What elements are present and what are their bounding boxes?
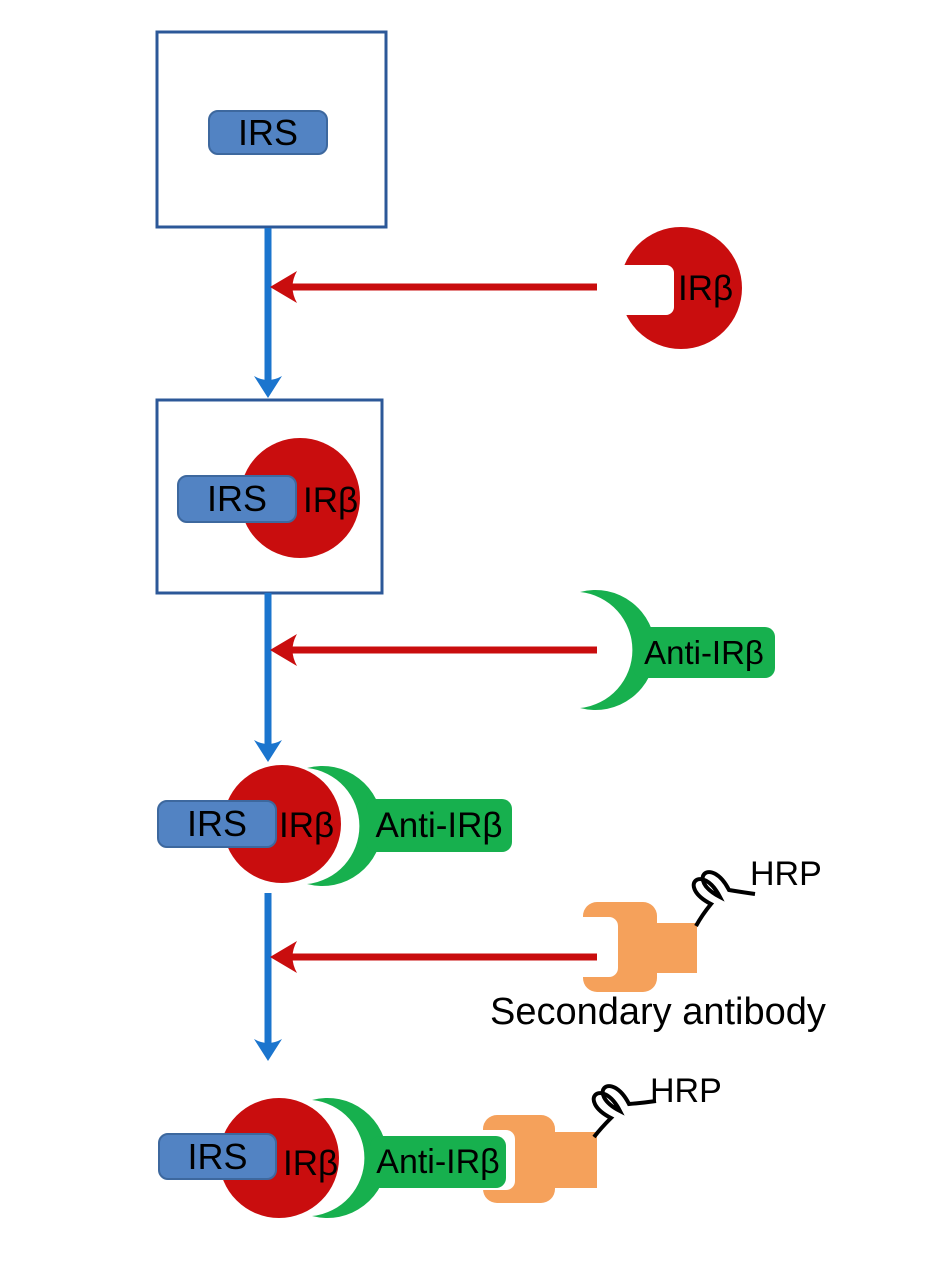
irb-circle-step3	[223, 765, 341, 883]
anti-irb-label: Anti-IRβ	[376, 1142, 500, 1181]
hrp-coil-icon	[691, 870, 756, 927]
hrp-coil-bound-icon	[591, 1084, 657, 1139]
anti-irb-chip-1: Anti-IRβ	[633, 627, 775, 678]
irs-chip-2: IRS	[177, 475, 297, 523]
anti-irb-label: Anti-IRβ	[375, 805, 503, 845]
irs-label: IRS	[187, 1135, 248, 1177]
irs-chip-4: IRS	[158, 1133, 277, 1180]
irb-label-step2: IRβ	[303, 481, 359, 520]
anti-irb-crescent-step3	[307, 766, 383, 886]
anti-irb-crescent-step4	[312, 1098, 388, 1219]
anti-irb-chip-3: Anti-IRβ	[370, 1136, 506, 1188]
down-arrow-2	[254, 593, 282, 762]
down-arrow-3	[254, 893, 282, 1061]
add-arrow-anti-irb	[270, 634, 597, 666]
hrp-label-2: HRP	[650, 1072, 722, 1110]
irs-chip-1: IRS	[208, 110, 328, 155]
well-box-1	[155, 30, 388, 229]
secondary-antibody-label: Secondary antibody	[490, 991, 826, 1033]
add-arrow-secondary	[270, 941, 597, 973]
add-arrow-irb	[270, 271, 597, 303]
anti-irb-crescent-free	[580, 590, 656, 710]
irs-label: IRS	[237, 111, 298, 153]
secondary-antibody-icon	[568, 902, 697, 992]
irb-circle-step4	[219, 1098, 339, 1218]
irb-label-step4: IRβ	[283, 1144, 339, 1183]
hrp-label-1: HRP	[750, 855, 822, 893]
irs-chip-3: IRS	[157, 800, 277, 848]
irb-label-step3: IRβ	[279, 806, 335, 845]
irb-circle-step2	[240, 438, 360, 558]
down-arrow-1	[254, 228, 282, 398]
anti-irb-label: Anti-IRβ	[644, 633, 764, 671]
irs-label: IRS	[186, 803, 247, 844]
irb-label-protein: IRβ	[678, 269, 734, 308]
anti-irb-chip-2: Anti-IRβ	[366, 799, 512, 852]
irs-label: IRS	[206, 478, 267, 519]
irb-protein-icon	[595, 227, 742, 349]
